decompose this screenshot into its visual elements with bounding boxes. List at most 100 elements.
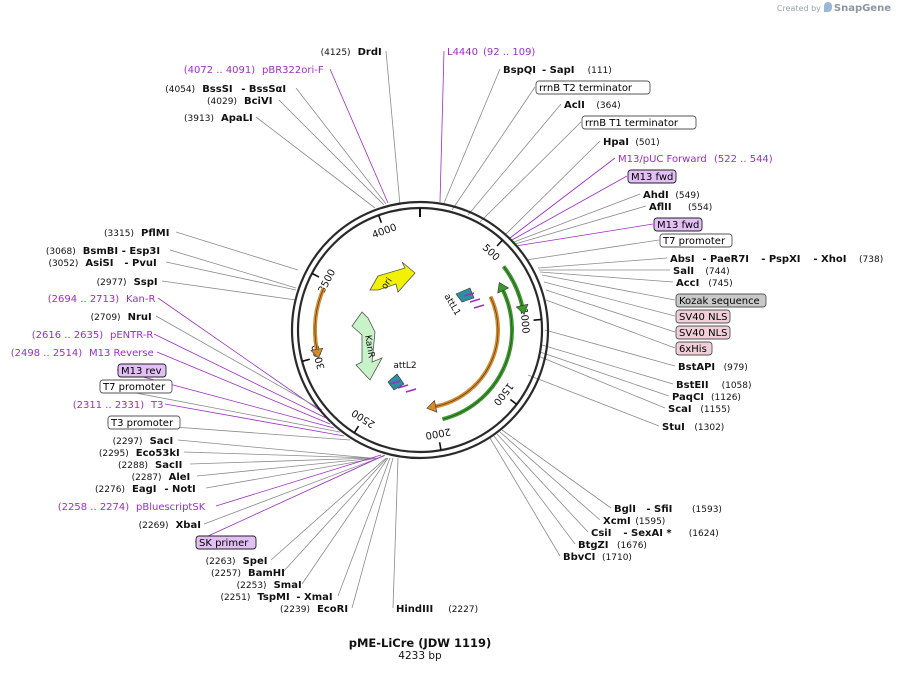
site-label-part: (2295): [99, 449, 129, 459]
site-label-kozak[interactable]: Kozak sequence: [675, 293, 767, 308]
site-label-xcmi[interactable]: XcmI(1595): [603, 516, 665, 527]
site-label-pbr322[interactable]: (4072 .. 4091)pBR322ori-F: [184, 65, 324, 76]
site-label-asisi[interactable]: (3052)AsiSI- PvuI: [48, 258, 156, 269]
site-label-btgzi[interactable]: BtgZI(1676): [578, 540, 647, 551]
site-label-scai[interactable]: ScaI(1155): [668, 404, 730, 415]
site-label-part: pBR322ori-F: [262, 65, 324, 76]
site-label-kanr_primer[interactable]: (2694 .. 2713)Kan-R: [48, 294, 156, 305]
site-label-drdi[interactable]: (4125)DrdI: [321, 47, 382, 58]
site-label-bstapi[interactable]: BstAPI(979): [678, 362, 748, 373]
leader-line: [270, 457, 387, 561]
site-label-xbai[interactable]: (2269)XbaI: [139, 520, 201, 531]
leader-line: [509, 157, 616, 239]
site-label-absi[interactable]: AbsI- PaeR7I- PspXI- XhoI(738): [670, 254, 883, 265]
site-label-part: M13 rev: [121, 366, 162, 377]
site-label-stui[interactable]: StuI(1302): [662, 422, 724, 433]
site-label-part: (111): [588, 66, 612, 76]
leader-line: [451, 86, 536, 211]
site-label-l4440[interactable]: L4440(92 .. 109): [447, 47, 535, 58]
site-label-his[interactable]: 6xHis: [675, 341, 713, 356]
site-label-part: 6xHis: [679, 344, 707, 355]
leader-line: [165, 261, 297, 291]
site-label-sali[interactable]: SalI(744): [673, 266, 730, 277]
site-label-part: - NotI: [164, 484, 195, 495]
site-label-pentr[interactable]: (2616 .. 2635)pENTR-R: [32, 330, 154, 341]
site-label-t3p[interactable]: (2311 .. 2331) T3: [73, 400, 164, 411]
site-label-part: (2311 .. 2331): [73, 400, 145, 411]
site-label-part: (2297): [113, 437, 143, 447]
site-label-spei[interactable]: (2263)SpeI: [206, 556, 268, 567]
site-label-ssppi[interactable]: (2977)SspI: [97, 277, 158, 288]
site-label-bsteii[interactable]: BstEII(1058): [676, 380, 752, 391]
site-label-rrnbt1[interactable]: rrnB T1 terminator: [581, 115, 697, 130]
site-label-m13fwd1[interactable]: M13 fwd: [627, 169, 677, 184]
site-label-apali[interactable]: (3913)ApaLI: [184, 113, 253, 124]
site-label-ahdi[interactable]: AhdI(549): [643, 190, 700, 201]
site-label-part: (2227): [448, 605, 478, 615]
site-label-part: T3: [150, 400, 163, 411]
site-label-part: Kan-R: [126, 294, 155, 305]
site-label-hpai[interactable]: HpaI(501): [603, 137, 660, 148]
site-label-csii[interactable]: CsiI- SexAI *(1624): [591, 528, 719, 539]
site-label-t7p1[interactable]: T7 promoter: [659, 233, 733, 248]
site-label-smai[interactable]: (2253)SmaI: [237, 580, 302, 591]
site-label-part: Kozak sequence: [679, 296, 760, 307]
site-label-pflmi[interactable]: (3315)PflMI: [104, 228, 169, 239]
site-label-saci[interactable]: (2297)SacI: [113, 436, 174, 447]
site-label-paqci[interactable]: PaqCI(1126): [672, 392, 741, 403]
site-label-bbvci[interactable]: BbvCI(1710): [563, 552, 632, 563]
site-label-part: SalI: [673, 266, 694, 277]
site-label-bamhi[interactable]: (2257)BamHI: [211, 568, 285, 579]
leader-line: [255, 116, 376, 209]
site-label-rrnbt2[interactable]: rrnB T2 terminator: [535, 80, 651, 95]
site-label-m13rev[interactable]: M13 rev: [117, 363, 167, 378]
plasmid-name: pME-LiCre (JDW 1119): [348, 636, 492, 650]
site-label-ecori[interactable]: (2239)EcoRI: [280, 604, 348, 615]
site-label-sv40b[interactable]: SV40 NLS: [675, 325, 731, 340]
leader-line: [489, 437, 561, 557]
site-label-m13rev_p[interactable]: (2498 .. 2514)M13 Reverse: [11, 348, 154, 359]
site-label-sv40a[interactable]: SV40 NLS: [675, 309, 731, 324]
site-label-bsssi[interactable]: (4054)BssSI- BssSαI: [165, 84, 286, 95]
site-label-aflii[interactable]: AflII(554): [649, 202, 712, 213]
leader-line: [203, 455, 385, 525]
leader-line: [175, 231, 299, 271]
site-label-hindiii[interactable]: HindIII(2227): [396, 604, 478, 615]
ring-tick: [509, 398, 518, 406]
site-label-part: BtgZI: [578, 540, 609, 551]
ring-tick: [311, 272, 320, 278]
feature-box: [675, 341, 713, 356]
site-label-alei[interactable]: (2287)AleI: [132, 472, 191, 483]
site-label-t3prom[interactable]: T3 promoter: [107, 415, 181, 430]
site-label-sacii[interactable]: (2288)SacII: [118, 460, 182, 471]
site-label-eagi[interactable]: (2276)EagI- NotI: [95, 484, 196, 495]
site-label-t7p2[interactable]: T7 promoter: [99, 379, 173, 394]
site-label-part: (3315): [104, 229, 134, 239]
site-label-skprimer[interactable]: SK primer: [195, 535, 257, 550]
site-label-part: AsiSI: [85, 258, 113, 269]
site-label-part: M13/pUC Forward: [618, 154, 707, 165]
site-label-pbluescript[interactable]: (2258 .. 2274)pBluescriptSK: [58, 502, 206, 513]
leader-line: [329, 68, 389, 204]
site-label-m13fwd2[interactable]: M13 fwd: [653, 217, 703, 232]
site-label-nrui[interactable]: (2709)NruI: [91, 312, 152, 323]
feature-box: [675, 309, 731, 324]
site-label-eco53ki[interactable]: (2295)Eco53kI: [99, 448, 180, 459]
site-label-bgli[interactable]: BglI- SfiI(1593): [614, 504, 722, 515]
leader-line: [499, 431, 601, 521]
site-label-part: TspMI: [257, 592, 289, 603]
site-label-part: AflII: [649, 202, 672, 213]
site-label-tspmi[interactable]: (2251)TspMI- XmaI: [220, 592, 332, 603]
site-label-bcivi[interactable]: (4029)BciVI: [207, 96, 272, 107]
site-label-m13puc[interactable]: M13/pUC Forward(522 .. 544): [618, 154, 773, 165]
site-label-part: (2263): [206, 557, 236, 567]
site-label-part: (1624): [689, 529, 719, 539]
site-label-bsmbi[interactable]: (3068)BsmBI- Esp3I: [46, 246, 160, 257]
site-label-acli[interactable]: AclI(364): [564, 100, 621, 111]
site-label-bspqi[interactable]: BspQI- SapI(111): [503, 65, 612, 76]
site-label-acci[interactable]: AccI(745): [676, 278, 733, 289]
site-label-part: - PspXI: [761, 254, 800, 265]
site-label-part: (2257): [211, 569, 241, 579]
site-label-part: StuI: [662, 422, 685, 433]
leader-line: [443, 68, 501, 204]
